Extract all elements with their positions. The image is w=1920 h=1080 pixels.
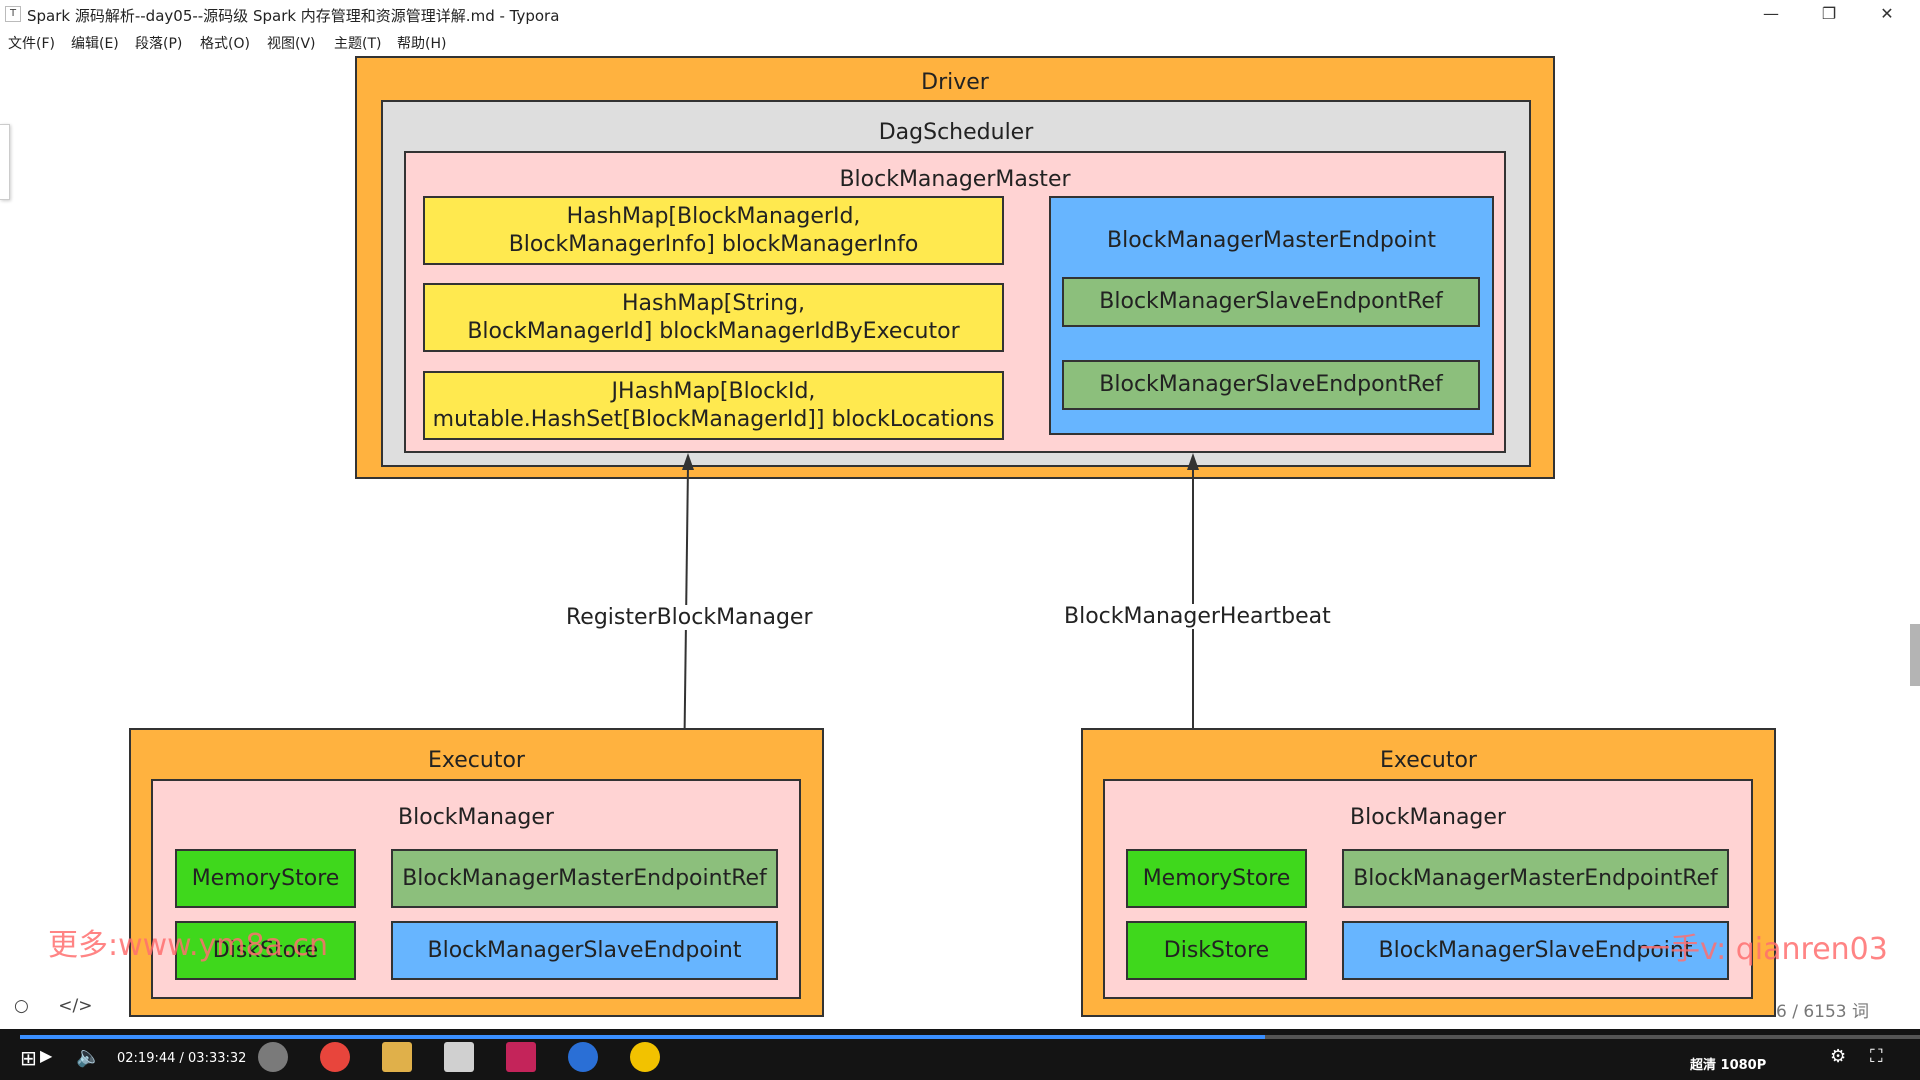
slave-endpoint-label: BlockManagerSlaveEndpoint [427, 937, 742, 963]
slave-endpoint-ref-label: BlockManagerSlaveEndpontRef [1099, 372, 1443, 397]
scrollbar-thumb[interactable] [1910, 624, 1920, 686]
dag-scheduler-label: DagScheduler [878, 120, 1034, 145]
slave-endpoint-box: BlockManagerSlaveEndpoint [1342, 921, 1729, 980]
disk-store-label: DiskStore [212, 937, 319, 963]
source-mode-icon[interactable]: </> [58, 996, 93, 1016]
slave-endpoint-ref-2: BlockManagerSlaveEndpontRef [1062, 360, 1480, 410]
memory-store-box: MemoryStore [175, 849, 356, 908]
menu-file[interactable]: 文件(F) [8, 36, 55, 52]
register-arrow-head [682, 453, 694, 470]
hashmap-block-manager-info: HashMap[BlockManagerId, BlockManagerInfo… [423, 196, 1004, 265]
typora-app-icon: T [5, 6, 21, 22]
quality-label[interactable]: 超清 1080P [1690, 1058, 1767, 1073]
menu-view[interactable]: 视图(V) [267, 36, 316, 52]
disk-store-box: DiskStore [175, 921, 356, 980]
block-manager-label: BlockManager [1350, 805, 1506, 830]
menu-theme[interactable]: 主题(T) [334, 36, 382, 52]
heartbeat-arrow-head [1187, 453, 1199, 470]
master-endpoint-ref-box: BlockManagerMasterEndpointRef [1342, 849, 1729, 908]
slave-endpoint-box: BlockManagerSlaveEndpoint [391, 921, 778, 980]
hashmap-line: mutable.HashSet[BlockManagerId]] blockLo… [432, 406, 995, 432]
master-endpoint-ref-label: BlockManagerMasterEndpointRef [402, 865, 767, 891]
menu-format[interactable]: 格式(O) [200, 36, 250, 52]
block-manager-label: BlockManager [398, 805, 554, 830]
hashmap-line: HashMap[BlockManagerId, [566, 203, 861, 229]
hashmap-block-locations: JHashMap[BlockId, mutable.HashSet[BlockM… [423, 371, 1004, 440]
hashmap-block-manager-id-by-executor: HashMap[String, BlockManagerId] blockMan… [423, 283, 1004, 352]
slave-endpoint-ref-label: BlockManagerSlaveEndpontRef [1099, 289, 1443, 314]
menu-paragraph[interactable]: 段落(P) [135, 36, 183, 52]
driver-label: Driver [921, 70, 989, 95]
disk-store-label: DiskStore [1163, 937, 1270, 963]
video-progress-fill [20, 1035, 1265, 1039]
close-button[interactable]: ✕ [1880, 4, 1894, 23]
minimize-button[interactable]: — [1763, 4, 1779, 23]
memory-store-label: MemoryStore [191, 865, 340, 891]
intellij-icon[interactable] [506, 1042, 536, 1072]
window-title: Spark 源码解析--day05--源码级 Spark 内存管理和资源管理详解… [27, 7, 560, 25]
gear-icon[interactable]: ⚙ [1830, 1046, 1847, 1067]
block-manager-master-endpoint-label: BlockManagerMasterEndpoint [1107, 228, 1436, 253]
outline-toggle-tab[interactable] [0, 124, 10, 200]
file-explorer-icon[interactable] [382, 1042, 412, 1072]
app-taskbar-icon[interactable] [630, 1042, 660, 1072]
block-manager-heartbeat-label: BlockManagerHeartbeat [1064, 604, 1331, 629]
volume-icon[interactable]: 🔈 [76, 1044, 101, 1068]
executor-label: Executor [428, 748, 525, 773]
settings-app-icon[interactable] [258, 1042, 288, 1072]
hashmap-line: JHashMap[BlockId, [611, 378, 816, 404]
editor-footer: ○ </> [14, 996, 92, 1016]
register-block-manager-label: RegisterBlockManager [566, 605, 813, 630]
disk-store-box: DiskStore [1126, 921, 1307, 980]
block-manager-master-label: BlockManagerMaster [839, 167, 1071, 192]
window-titlebar: T Spark 源码解析--day05--源码级 Spark 内存管理和资源管理… [0, 0, 1920, 28]
slave-endpoint-ref-1: BlockManagerSlaveEndpontRef [1062, 277, 1480, 327]
video-time: 02:19:44 / 03:33:32 [117, 1051, 247, 1066]
watermark-right: 一手v: qianren03 [1640, 932, 1888, 967]
master-endpoint-ref-box: BlockManagerMasterEndpointRef [391, 849, 778, 908]
memory-store-box: MemoryStore [1126, 849, 1307, 908]
word-count[interactable]: 6 / 6153 词 [1776, 1002, 1870, 1022]
chrome-icon[interactable] [320, 1042, 350, 1072]
typora-taskbar-icon[interactable] [444, 1042, 474, 1072]
menu-help[interactable]: 帮助(H) [397, 36, 447, 52]
play-icon[interactable]: ▶ [40, 1046, 53, 1065]
hashmap-line: HashMap[String, [621, 290, 806, 316]
executor-label: Executor [1380, 748, 1477, 773]
hashmap-line: BlockManagerInfo] blockManagerInfo [508, 231, 919, 257]
master-endpoint-ref-label: BlockManagerMasterEndpointRef [1353, 865, 1718, 891]
fullscreen-icon[interactable]: ⛶ [1870, 1046, 1883, 1067]
restore-button[interactable]: ❐ [1821, 4, 1837, 23]
watermark-left: 更多:www.ym8a.cn [48, 928, 328, 963]
hashmap-line: BlockManagerId] blockManagerIdByExecutor [467, 318, 960, 344]
slave-endpoint-label: BlockManagerSlaveEndpoint [1378, 937, 1693, 963]
windows-start-icon[interactable]: ⊞ [20, 1046, 37, 1070]
media-player-icon[interactable] [568, 1042, 598, 1072]
menu-edit[interactable]: 编辑(E) [71, 36, 119, 52]
sidebar-toggle-icon[interactable]: ○ [14, 996, 29, 1016]
memory-store-label: MemoryStore [1142, 865, 1291, 891]
